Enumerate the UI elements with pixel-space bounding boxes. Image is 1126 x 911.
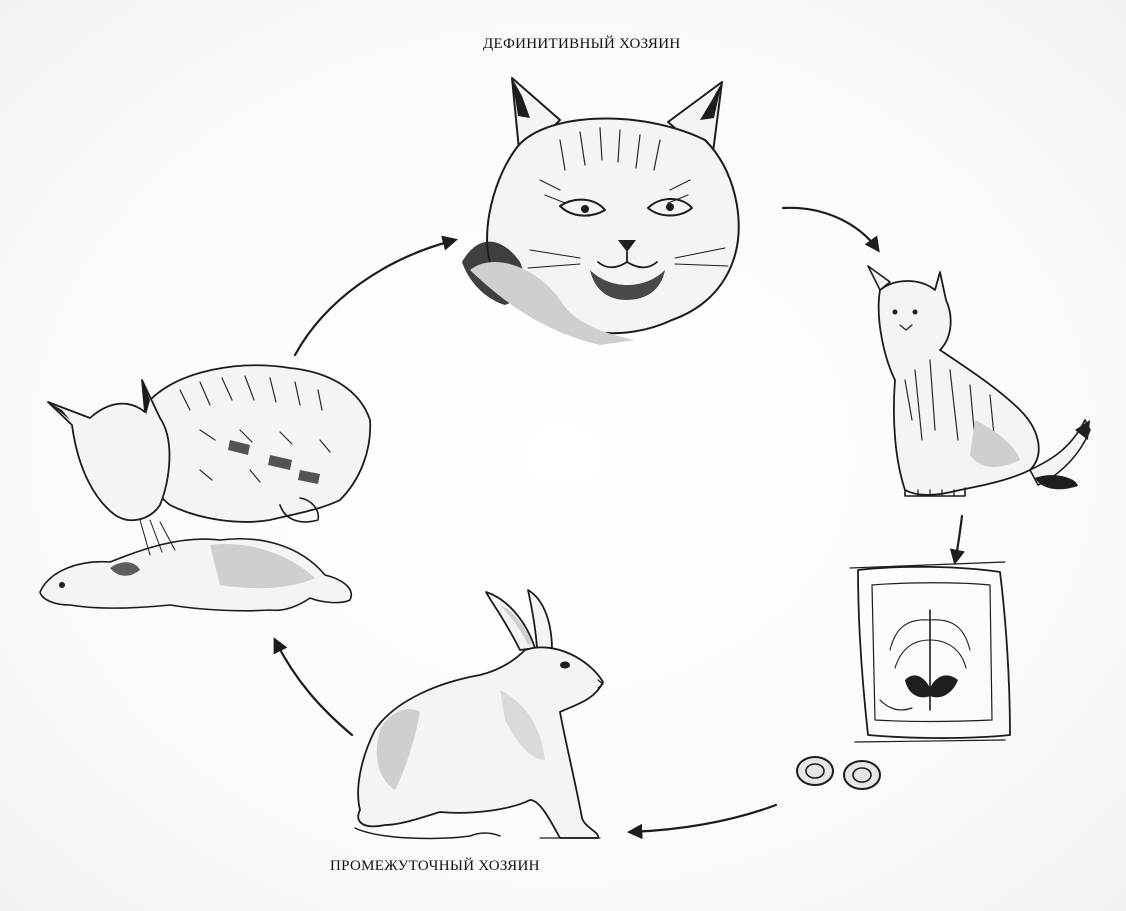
arrow-eggs-to-hare — [630, 805, 776, 832]
arrow-hare-to-eating — [275, 640, 352, 735]
lynx-head-icon — [462, 78, 739, 345]
hare-icon — [355, 590, 603, 838]
tapeworm-proglottid-icon — [850, 562, 1010, 742]
arrow-head-to-sitting — [783, 208, 878, 250]
arrow-eating-to-head — [295, 240, 455, 355]
arrow-sitting-to-segment — [955, 516, 962, 562]
egg-icon — [797, 757, 880, 789]
lynx-eating-hare-icon — [40, 365, 370, 610]
lynx-sitting-icon — [868, 266, 1090, 496]
